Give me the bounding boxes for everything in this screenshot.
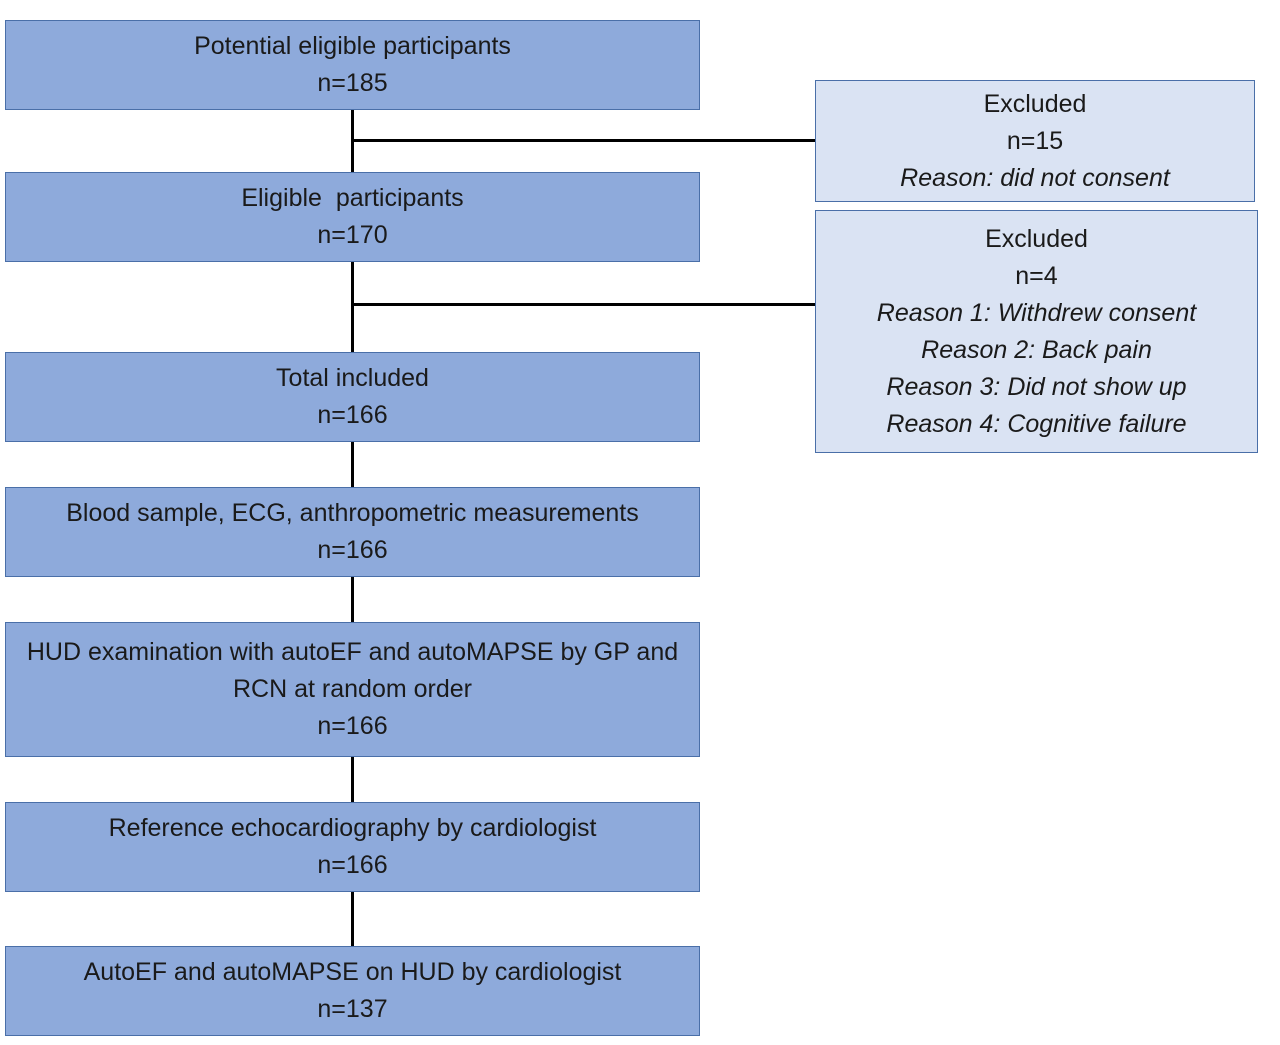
- exclusion-reason: Reason: did not consent: [900, 163, 1170, 192]
- flow-box-blood-sample: Blood sample, ECG, anthropometric measur…: [5, 487, 700, 577]
- exclusion-reason: Reason 3: Did not show up: [886, 372, 1187, 401]
- flow-box-title: Potential eligible participants: [194, 32, 511, 60]
- exclusion-title: Excluded: [983, 89, 1087, 118]
- flow-box-title: AutoEF and autoMAPSE on HUD by cardiolog…: [83, 958, 622, 986]
- connector-line: [351, 756, 354, 803]
- flow-box-potential-eligible: Potential eligible participants n=185: [5, 20, 700, 110]
- connector-line: [351, 892, 354, 947]
- exclusion-connector: [351, 303, 816, 306]
- exclusion-reason: Reason 2: Back pain: [921, 335, 1152, 364]
- connector-line: [351, 262, 354, 352]
- flow-box-hud-examination: HUD examination with autoEF and autoMAPS…: [5, 622, 700, 757]
- flow-box-title: Reference echocardiography by cardiologi…: [108, 814, 597, 842]
- flow-box-eligible: Eligible participants n=170: [5, 172, 700, 262]
- exclusion-reason: Reason 4: Cognitive failure: [886, 409, 1187, 438]
- flow-box-count: n=185: [317, 69, 388, 97]
- flow-box-title: Blood sample, ECG, anthropometric measur…: [66, 499, 639, 527]
- flow-box-count: n=170: [317, 221, 388, 249]
- exclusion-box-second: Excluded n=4 Reason 1: Withdrew consent …: [815, 210, 1258, 453]
- flow-box-count: n=166: [317, 851, 388, 879]
- flow-box-title: Total included: [276, 364, 429, 392]
- exclusion-count: n=15: [1006, 126, 1064, 155]
- flow-box-total-included: Total included n=166: [5, 352, 700, 442]
- exclusion-connector: [351, 139, 816, 142]
- connector-line: [351, 441, 354, 488]
- exclusion-box-first: Excluded n=15 Reason: did not consent: [815, 80, 1255, 202]
- flow-box-title: Eligible participants: [241, 184, 464, 212]
- flow-box-count: n=137: [317, 995, 388, 1023]
- flow-box-count: n=166: [317, 712, 388, 740]
- flow-box-count: n=166: [317, 536, 388, 564]
- exclusion-title: Excluded: [985, 224, 1088, 253]
- exclusion-count: n=4: [1015, 261, 1058, 290]
- connector-line: [351, 577, 354, 623]
- flow-box-reference-echo: Reference echocardiography by cardiologi…: [5, 802, 700, 892]
- exclusion-reason: Reason 1: Withdrew consent: [876, 298, 1197, 327]
- flow-box-autoef-cardiologist: AutoEF and autoMAPSE on HUD by cardiolog…: [5, 946, 700, 1036]
- flow-box-count: n=166: [317, 401, 388, 429]
- flow-box-title: HUD examination with autoEF and autoMAPS…: [26, 638, 679, 703]
